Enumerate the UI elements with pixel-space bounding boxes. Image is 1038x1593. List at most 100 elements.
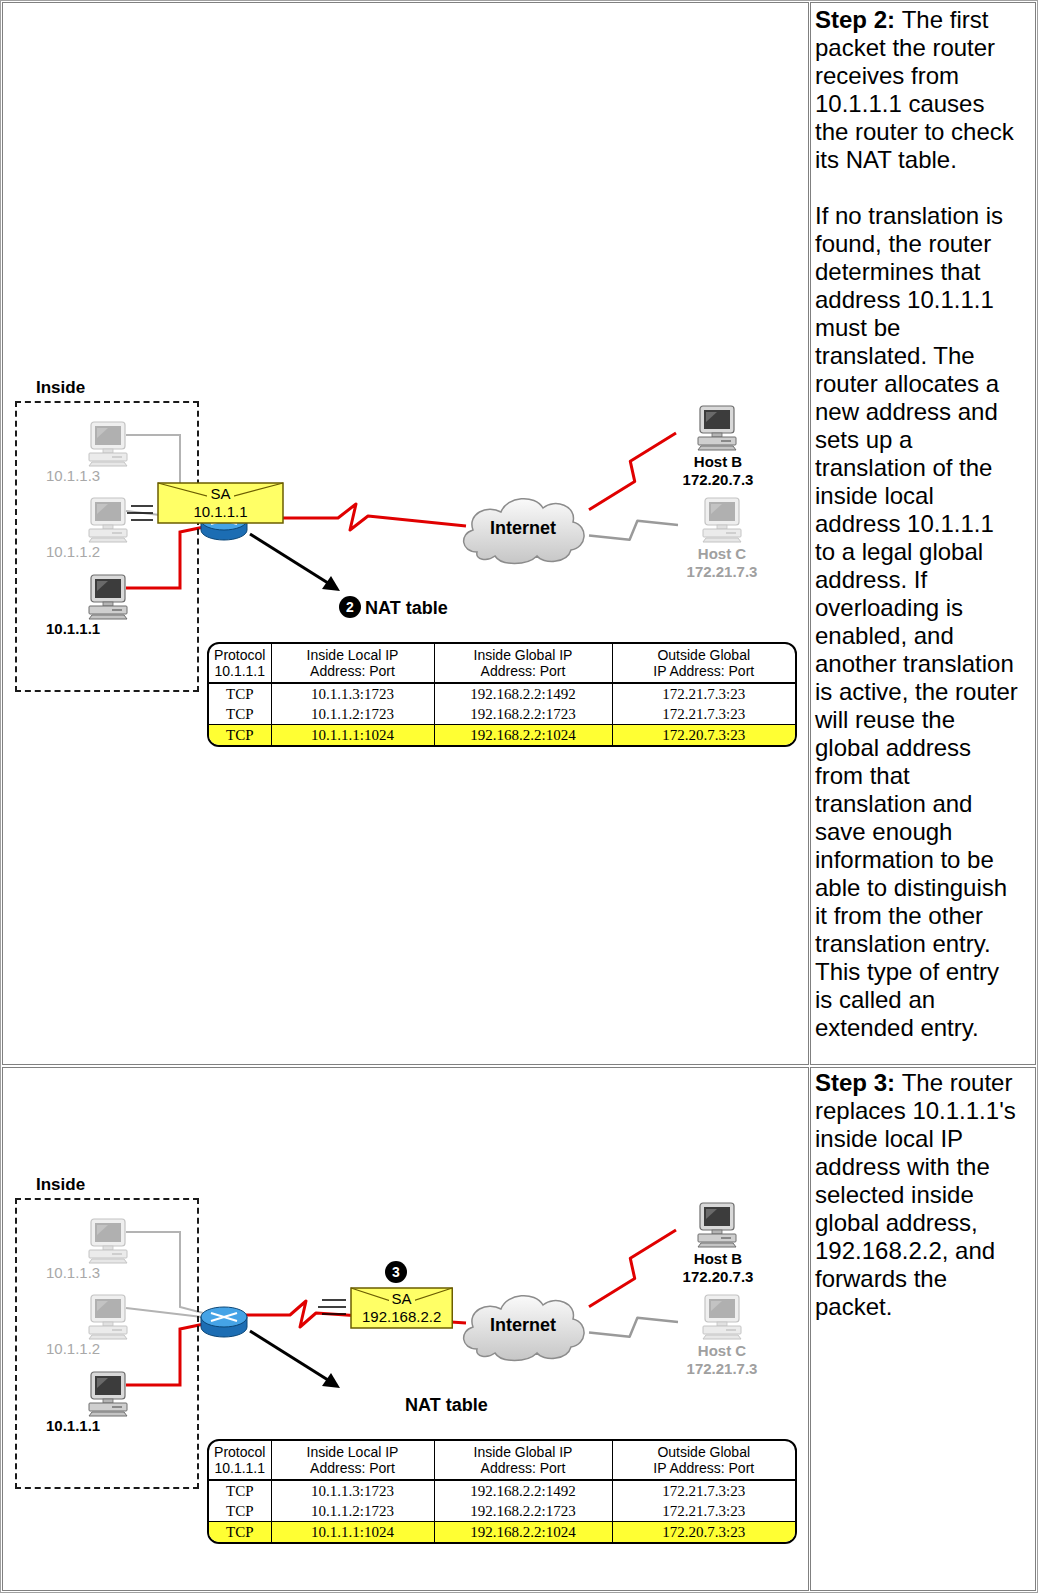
table-value: 10.1.1.1:1024 — [274, 726, 432, 744]
computer-icon — [703, 1295, 741, 1339]
header-cell: Inside Global IP Address: Port — [434, 1441, 612, 1480]
step-heading: Step 2: — [815, 6, 895, 33]
table-cell: 192.168.2.2:1024 — [434, 1522, 612, 1543]
table-cell: 172.21.7.3:23 — [612, 1480, 795, 1501]
table-row: TCP10.1.1.3:1723192.168.2.2:1492172.21.7… — [209, 1480, 795, 1501]
leader-arrowhead — [322, 1373, 340, 1388]
step-paragraph: If no translation is found, the router d… — [815, 202, 1018, 1042]
packet-field: 192.168.2.2 — [359, 1308, 444, 1326]
step-3-illustration — [89, 1203, 741, 1416]
router-symbol — [201, 1307, 247, 1337]
table-cell: 192.168.2.2:1723 — [434, 704, 612, 725]
computer-icon — [89, 1295, 127, 1339]
step-2-illustration — [89, 406, 741, 619]
column-header: Protocol 10.1.1.1 — [212, 1444, 268, 1476]
header-cell: Inside Global IP Address: Port — [434, 644, 612, 683]
table-title: NAT table — [207, 1394, 797, 1416]
host-address: 10.1.1.1 — [46, 620, 130, 638]
inside-host: 10.1.1.1 — [44, 572, 130, 638]
inside-host: 10.1.1.2 — [44, 1292, 130, 1358]
table-title: NAT table — [207, 597, 797, 619]
host-address: 10.1.1.2 — [46, 543, 130, 561]
column-header: Outside Global IP Address: Port — [652, 1444, 756, 1476]
wan-link — [589, 1318, 678, 1337]
inside-host: 10.1.1.3 — [44, 419, 130, 485]
table-value: 192.168.2.2:1024 — [437, 1523, 610, 1541]
cloud-label: Internet — [457, 490, 589, 566]
computer-icon — [698, 1203, 736, 1247]
table-value: 10.1.1.3:1723 — [274, 685, 432, 703]
host-address: 10.1.1.3 — [46, 1264, 130, 1282]
outside-host: Host C172.21.7.3 — [678, 1292, 766, 1378]
step-description: Step 2:The first packet the router recei… — [815, 6, 1018, 1042]
column-header: Inside Local IP Address: Port — [293, 1444, 413, 1476]
header-row: Protocol 10.1.1.1 Inside Local IP Address… — [209, 1441, 795, 1480]
table-cell: TCP — [209, 1480, 271, 1501]
column-header: Inside Global IP Address: Port — [463, 1444, 583, 1476]
table-value: TCP — [211, 705, 269, 723]
wan-link — [589, 433, 676, 510]
table-row: TCP10.1.1.2:1723192.168.2.2:1723172.21.7… — [209, 1501, 795, 1522]
column-header: Inside Local IP Address: Port — [293, 647, 413, 679]
nat-table-grid: Protocol 10.1.1.1Inside Local IP Address… — [209, 644, 795, 745]
computer-icon — [89, 422, 127, 466]
table-value: 10.1.1.2:1723 — [274, 1502, 432, 1520]
lan-link — [126, 1324, 204, 1385]
table-value: 172.21.7.3:23 — [615, 685, 794, 703]
host-address: 172.20.7.3 — [676, 471, 760, 489]
nat-table-frame: Protocol 10.1.1.1Inside Local IP Address… — [207, 642, 797, 747]
host-name: Host C — [678, 545, 766, 563]
table-cell: 192.168.2.2:1024 — [434, 725, 612, 746]
inside-host: 10.1.1.2 — [44, 495, 130, 561]
column-header: Inside Global IP Address: Port — [463, 647, 583, 679]
header-cell: Protocol 10.1.1.1 — [209, 1441, 271, 1480]
host-address: 10.1.1.3 — [46, 467, 130, 485]
table-value: 192.168.2.2:1723 — [437, 705, 610, 723]
table-value: 192.168.2.2:1723 — [437, 1502, 610, 1520]
nat-table: NAT tableProtocol 10.1.1.1 Inside Local I… — [207, 1394, 797, 1544]
packet-field: SA — [207, 485, 233, 503]
wan-link — [589, 1230, 676, 1307]
inside-host: 10.1.1.1 — [44, 1369, 130, 1435]
outside-host: Host C172.21.7.3 — [678, 495, 766, 581]
internet-cloud: Internet — [457, 490, 589, 566]
table-value: 192.168.2.2:1492 — [437, 685, 610, 703]
table-value: 172.20.7.3:23 — [615, 1523, 794, 1541]
highlight-row: TCP10.1.1.1:1024192.168.2.2:1024172.20.7… — [209, 1522, 795, 1543]
header-row: Protocol 10.1.1.1Inside Local IP Address… — [209, 644, 795, 683]
column-header: Outside Global IP Address: Port — [652, 647, 756, 679]
computer-icon — [89, 1372, 127, 1416]
step-text: If no translation is found, the router d… — [815, 202, 1018, 1041]
table-cell: TCP — [209, 1501, 271, 1522]
callout-number: 2 — [339, 596, 361, 618]
router-arrows — [211, 1313, 237, 1321]
table-value: 172.21.7.3:23 — [615, 705, 794, 723]
packet-field: 10.1.1.1 — [190, 503, 250, 521]
table-body: Protocol 10.1.1.1 Inside Local IP Address… — [209, 1441, 795, 1542]
dashed-boundary — [15, 1198, 199, 1489]
leader-arrowhead — [322, 576, 340, 591]
packet-envelope: SA10.1.1.1 — [157, 482, 284, 524]
cell-border — [3, 1068, 809, 1591]
table-value: 10.1.1.2:1723 — [274, 705, 432, 723]
envelope-body — [158, 483, 283, 523]
table-cell: TCP — [209, 725, 271, 746]
table-value: TCP — [211, 685, 269, 703]
packet-envelope: SA192.168.2.2 — [350, 1287, 453, 1329]
internet-cloud: Internet — [457, 1287, 589, 1363]
nat-table: NAT tableProtocol 10.1.1.1Inside Local I… — [207, 597, 797, 747]
table-cell: 172.20.7.3:23 — [612, 725, 795, 746]
step-text: The router replaces 10.1.1.1's inside lo… — [815, 1069, 1016, 1320]
host-name: Host B — [676, 1250, 760, 1268]
callout-badge: 2 — [339, 596, 361, 618]
table-cell: TCP — [209, 704, 271, 725]
host-address: 172.21.7.3 — [678, 1360, 766, 1378]
host-address: 10.1.1.1 — [46, 1417, 130, 1435]
cell-border — [811, 1068, 1036, 1591]
table-row: TCP 10.1.1.3:1723 192.168.2.2:1492 172.21.7… — [209, 683, 795, 704]
computer-icon — [89, 1219, 127, 1263]
table-cell: 192.168.2.2:1492 — [434, 683, 612, 704]
header-cell: Outside Global IP Address: Port — [612, 1441, 795, 1480]
table-value: 192.168.2.2:1492 — [437, 1482, 610, 1500]
